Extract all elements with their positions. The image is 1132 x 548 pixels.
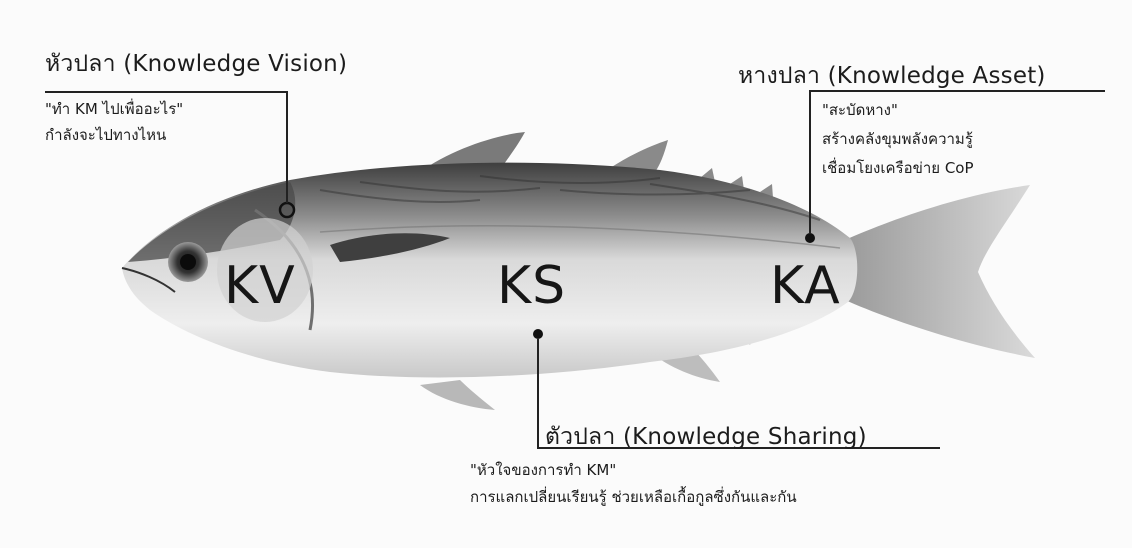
ka-note-3: เชื่อมโยงเครือข่าย CoP bbox=[822, 155, 974, 182]
kv-abbr: KV bbox=[224, 256, 296, 316]
ks-title: ตัวปลา (Knowledge Sharing) bbox=[545, 419, 867, 455]
ka-abbr: KA bbox=[770, 256, 841, 316]
kv-note-1: "ทำ KM ไปเพื่ออะไร" bbox=[45, 96, 183, 123]
tail-fin bbox=[845, 185, 1035, 358]
ka-marker bbox=[805, 233, 815, 243]
ks-note-2: การแลกเปลี่ยนเรียนรู้ ช่วยเหลือเกื้อกูลซ… bbox=[470, 484, 797, 511]
ka-title: หางปลา (Knowledge Asset) bbox=[738, 58, 1046, 94]
ka-note-2: สร้างคลังขุมพลังความรู้ bbox=[822, 126, 973, 153]
ks-note-1: "หัวใจของการทำ KM" bbox=[470, 457, 616, 484]
ks-marker bbox=[533, 329, 543, 339]
pelvic-fin bbox=[420, 380, 495, 410]
ks-abbr: KS bbox=[497, 256, 566, 316]
kv-title: หัวปลา (Knowledge Vision) bbox=[45, 46, 347, 82]
kv-note-2: กำลังจะไปทางไหน bbox=[45, 122, 166, 149]
ka-note-1: "สะบัดหาง" bbox=[822, 97, 898, 124]
